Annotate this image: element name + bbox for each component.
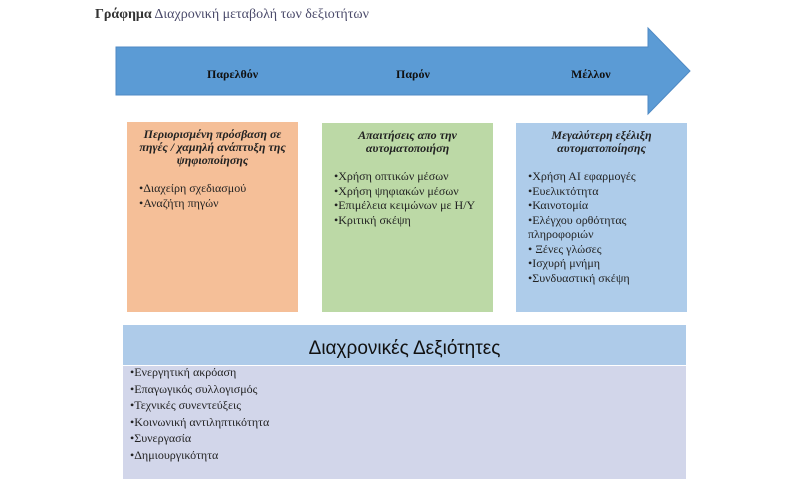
list-item: Κριτική σκέψη xyxy=(334,213,485,228)
list-item: Διαχείρη σχεδιασμού xyxy=(139,181,290,196)
list-item: Επαγωγικός συλλογισμός xyxy=(130,381,269,398)
figure-caption: Γράφημα Διαχρονική μεταβολή των δεξιοτήτ… xyxy=(95,7,369,23)
past-box: Περιορισμένη πρόσβαση σε πηγές / χαμηλή … xyxy=(127,122,298,312)
timeless-skills-list: Ενεργητική ακρόαση Επαγωγικός συλλογισμό… xyxy=(130,364,269,464)
list-item: Συνεργασία xyxy=(130,430,269,447)
present-box-list: Χρήση οπτικών μέσων Χρήση ψηφιακών μέσων… xyxy=(330,169,485,227)
list-item: Ευελικτότητα xyxy=(528,184,679,199)
list-item: Δημιουργικότητα xyxy=(130,447,269,464)
phase-present-label: Παρόν xyxy=(396,67,430,81)
list-item: Ενεργητική ακρόαση xyxy=(130,364,269,381)
present-box: Απαιτήσεις απο την αυτοματοποιήση Χρήση … xyxy=(322,123,493,312)
timeless-skills-panel: Διαχρονικές Δεξιότητες Ενεργητική ακρόασ… xyxy=(123,325,686,479)
list-item: Συνδυαστική σκέψη xyxy=(528,271,679,286)
timeline-arrow-shape xyxy=(115,26,691,116)
list-item: Τεχνικές συνεντεύξεις xyxy=(130,397,269,414)
phase-future-label: Μέλλον xyxy=(571,67,611,81)
list-item: Κοινωνική αντιληπτικότητα xyxy=(130,414,269,431)
timeless-skills-title: Διαχρονικές Δεξιότητες xyxy=(123,325,686,366)
caption-label: Γράφημα xyxy=(95,7,152,22)
list-item: Χρήση ψηφιακών μέσων xyxy=(334,184,485,199)
future-box-title: Μεγαλύτερη εξέλιξη αυτοματοποίησης xyxy=(551,128,652,155)
list-item: Χρήση ΑΙ εφαρμογές xyxy=(528,169,679,184)
list-item: Ελέγχου ορθότητας πληροφοριών xyxy=(528,213,679,242)
list-item: Καινοτομία xyxy=(528,198,679,213)
caption-text: Διαχρονική μεταβολή των δεξιοτήτων xyxy=(154,7,369,22)
past-box-list: Διαχείρη σχεδιασμού Αναζήτη πηγών xyxy=(135,181,290,210)
list-item: Επιμέλεια κειμώνων με Η/Υ xyxy=(334,198,485,213)
list-item: Ξένες γλώσες xyxy=(528,242,679,257)
list-item: Χρήση οπτικών μέσων xyxy=(334,169,485,184)
future-box-list: Χρήση ΑΙ εφαρμογές Ευελικτότητα Καινοτομ… xyxy=(524,169,679,285)
past-box-title: Περιορισμένη πρόσβαση σε πηγές / χαμηλή … xyxy=(139,127,286,167)
future-box: Μεγαλύτερη εξέλιξη αυτοματοποίησης Χρήση… xyxy=(516,123,687,312)
list-item: Αναζήτη πηγών xyxy=(139,196,290,211)
phase-past-label: Παρελθόν xyxy=(207,67,259,81)
list-item: Ισχυρή μνήμη xyxy=(528,256,679,271)
present-box-title: Απαιτήσεις απο την αυτοματοποιήση xyxy=(358,128,457,155)
